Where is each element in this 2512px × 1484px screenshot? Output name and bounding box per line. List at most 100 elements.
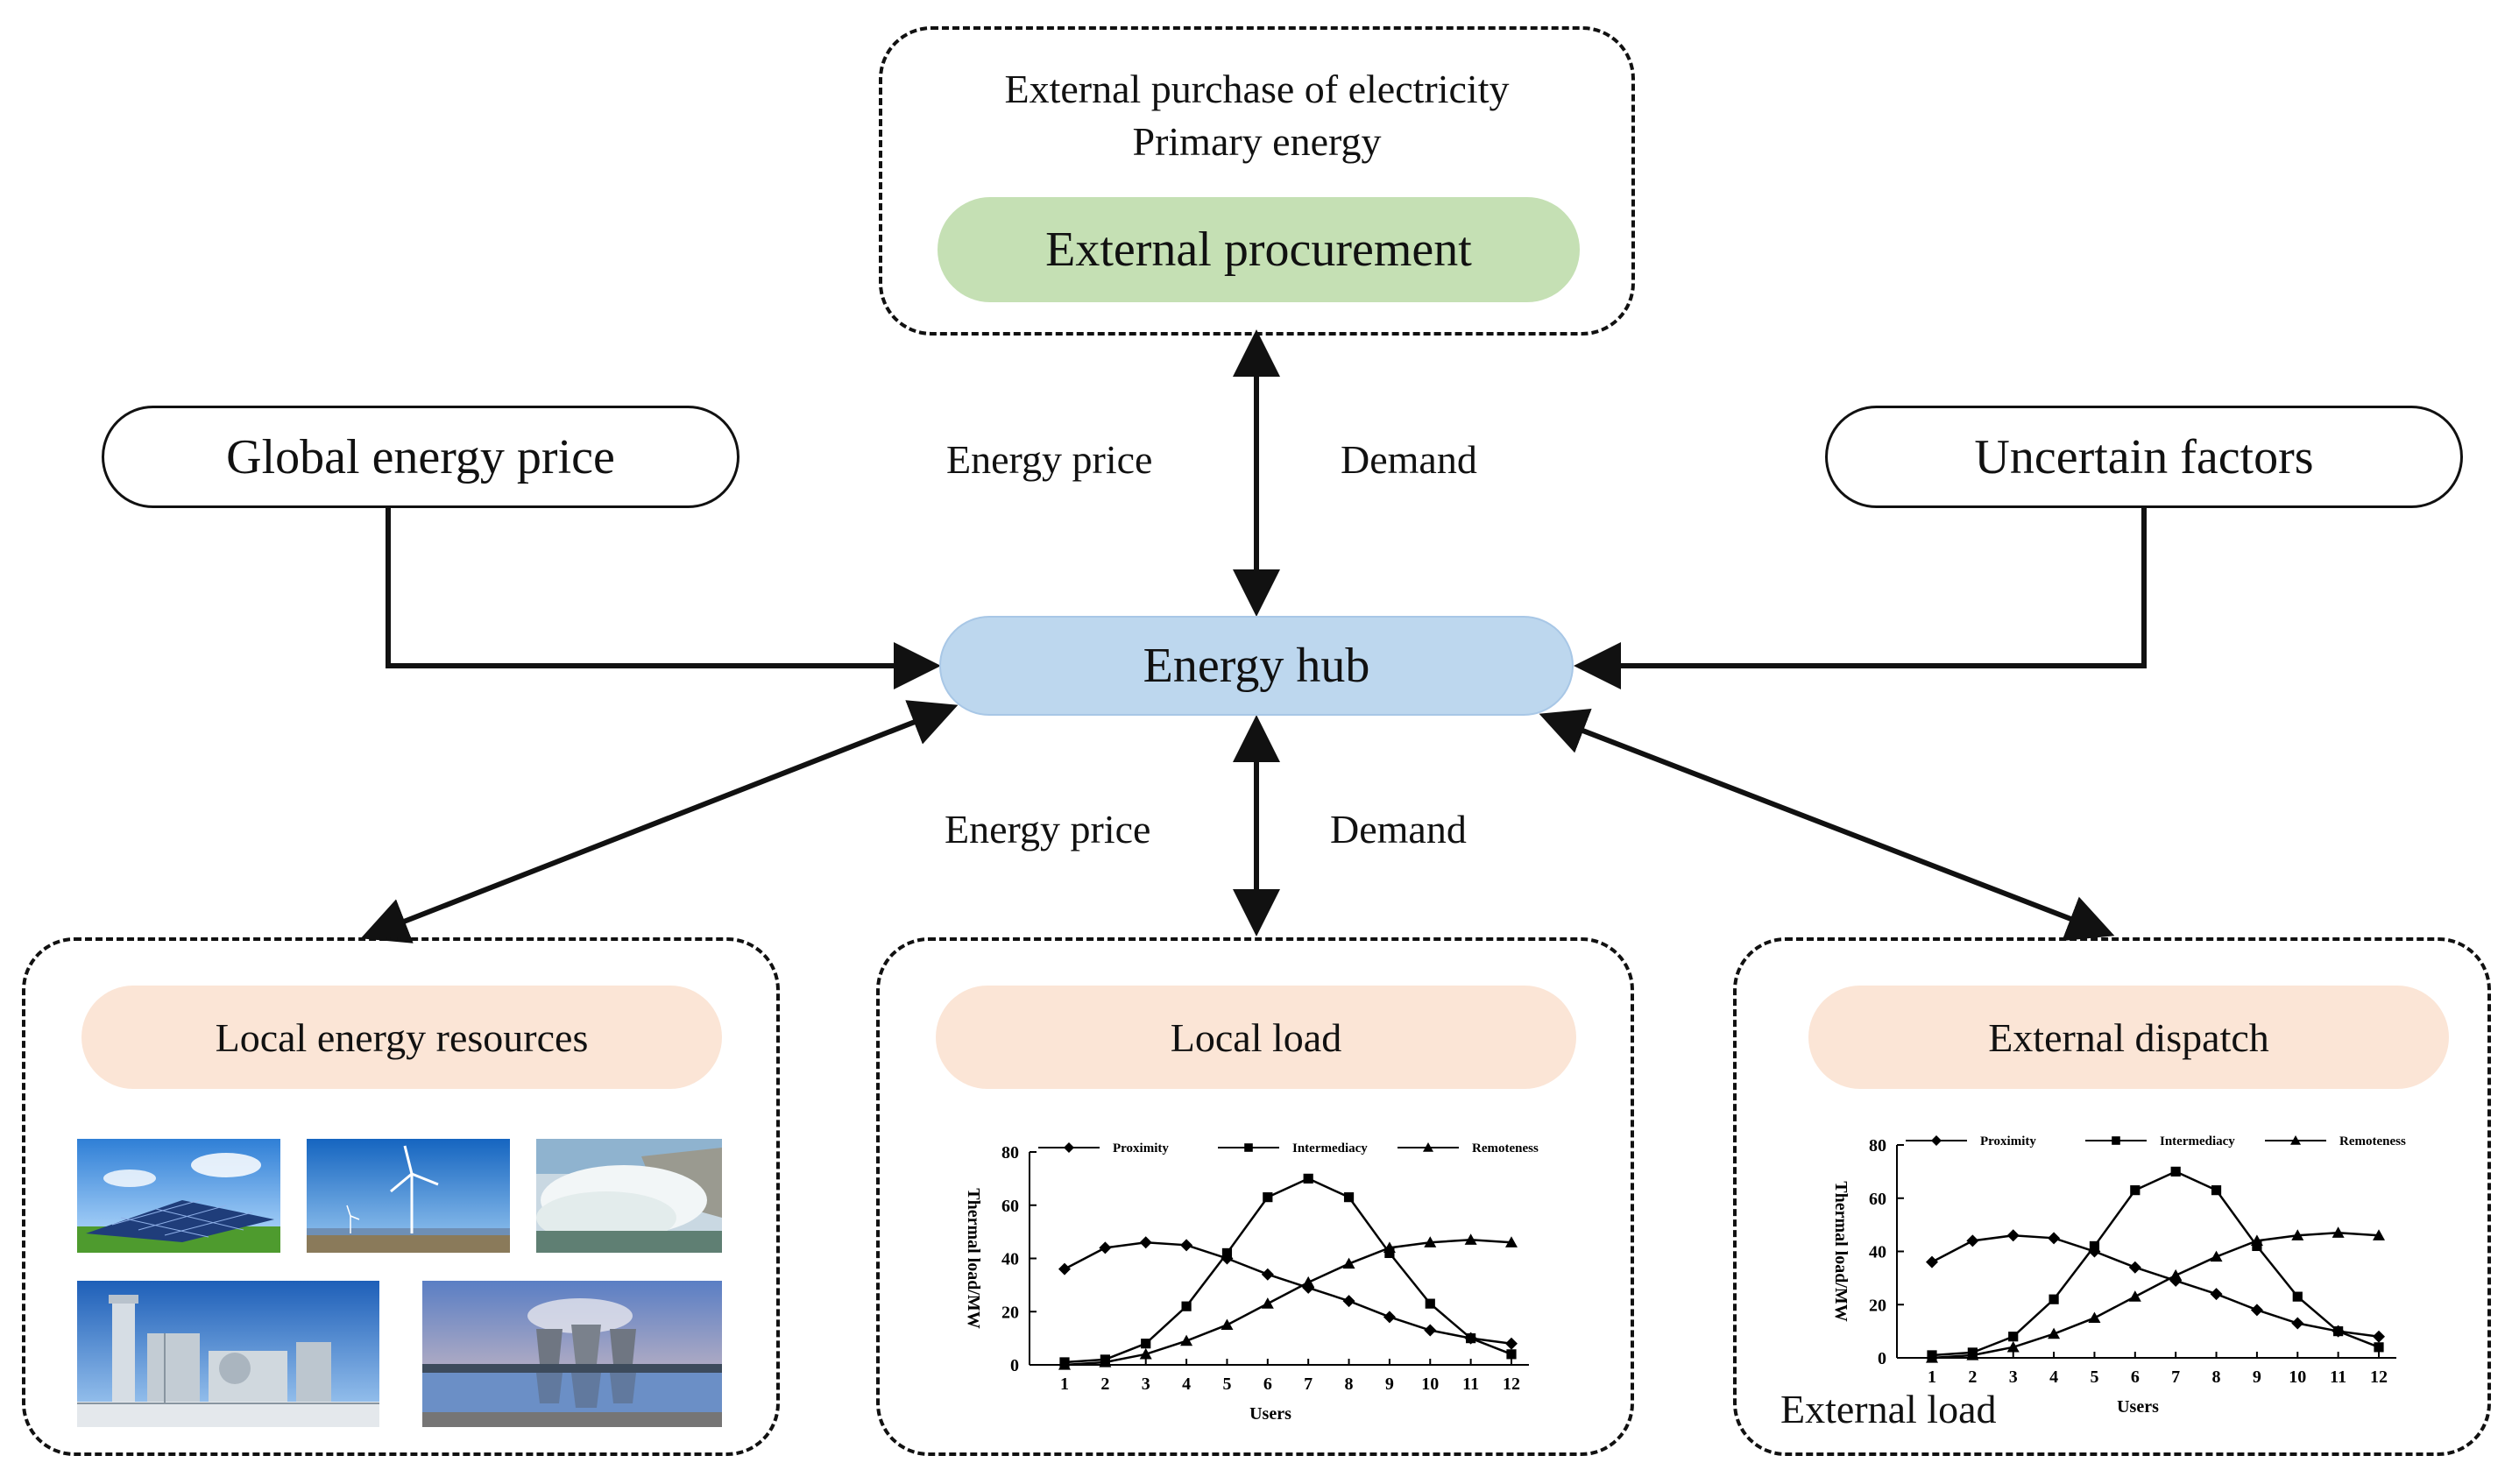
x-tick-label: 2 (1968, 1367, 1977, 1387)
solar-panels-photo (77, 1139, 280, 1253)
data-point (1058, 1262, 1071, 1276)
data-point (1261, 1268, 1274, 1281)
edge-label-demand-top: Demand (1341, 437, 1477, 482)
primary-energy-label: Primary energy (1132, 119, 1382, 164)
data-point (1466, 1333, 1476, 1344)
legend-marker (2290, 1135, 2301, 1145)
gas-plant-photo (77, 1281, 379, 1427)
x-tick-label: 12 (1503, 1374, 1520, 1394)
x-tick-label: 8 (2212, 1367, 2221, 1387)
data-point (2210, 1250, 2223, 1262)
data-point (2169, 1268, 2183, 1281)
x-tick-label: 5 (1222, 1374, 1231, 1394)
data-point (2252, 1240, 2262, 1252)
data-point (1261, 1297, 1274, 1309)
y-tick-label: 0 (1010, 1356, 1019, 1375)
data-point (1506, 1349, 1517, 1360)
data-point (1966, 1234, 1979, 1247)
legend-label: Proximity (1113, 1141, 1169, 1155)
local-energy-resources-frame (22, 937, 780, 1456)
data-point (2048, 1327, 2061, 1339)
x-tick-label: 12 (2370, 1367, 2388, 1387)
y-tick-label: 0 (1878, 1349, 1886, 1368)
arrow-hub-external-dispatch (1539, 709, 2115, 941)
data-point (1383, 1311, 1396, 1324)
data-point (2373, 1330, 2385, 1343)
x-tick-label: 9 (1385, 1374, 1394, 1394)
data-point (1464, 1233, 1477, 1245)
data-point (1139, 1347, 1152, 1360)
legend-marker (1064, 1142, 1074, 1153)
data-point (2210, 1288, 2223, 1301)
uncertain-factors-node: Uncertain factors (1825, 406, 2463, 508)
legend-label: Remoteness (2339, 1134, 2406, 1148)
data-point (1303, 1173, 1313, 1184)
data-point (1926, 1352, 1938, 1363)
data-point (1383, 1241, 1396, 1253)
data-point (2292, 1291, 2303, 1302)
x-tick-label: 4 (2049, 1367, 2058, 1387)
legend-label: Remoteness (1472, 1141, 1539, 1155)
data-point (1099, 1241, 1112, 1254)
y-tick-label: 80 (1001, 1143, 1019, 1162)
y-tick-label: 20 (1869, 1296, 1886, 1315)
data-point (2128, 1290, 2141, 1302)
data-point (2170, 1166, 2181, 1177)
data-point (1141, 1339, 1151, 1349)
data-point (1139, 1236, 1152, 1249)
arrow-hub-local-resources (360, 700, 959, 943)
x-tick-label: 6 (1263, 1374, 1272, 1394)
x-tick-label: 4 (1182, 1374, 1191, 1394)
x-tick-label: 5 (2090, 1367, 2098, 1387)
data-point (1424, 1236, 1437, 1247)
data-point (1302, 1276, 1315, 1288)
energy-hub-node: Energy hub (939, 616, 1574, 716)
data-point (1058, 1359, 1071, 1370)
y-axis-label: Thermal load/MW (964, 1188, 983, 1329)
data-point (2291, 1229, 2304, 1240)
legend-label: Intermediacy (1292, 1141, 1368, 1155)
local-load-frame (876, 937, 1634, 1456)
x-tick-label: 3 (1142, 1374, 1150, 1394)
local-energy-resources-node: Local energy resources (81, 986, 722, 1089)
x-tick-label: 10 (1421, 1374, 1439, 1394)
data-point (2006, 1229, 2020, 1242)
data-point (2049, 1294, 2059, 1304)
series-line-proximity (1064, 1241, 1512, 1345)
local-load-node: Local load (936, 986, 1576, 1089)
data-point (2373, 1229, 2385, 1240)
legend-marker (2112, 1136, 2120, 1145)
x-tick-label: 11 (1462, 1374, 1479, 1394)
data-point (1181, 1301, 1192, 1311)
edge-label-energy-price-top: Energy price (946, 437, 1153, 482)
legend-marker (1244, 1143, 1253, 1152)
series-line-proximity (1931, 1234, 2380, 1338)
data-point (1099, 1355, 1112, 1367)
edge-label-demand-bottom: Demand (1330, 807, 1467, 852)
arrow-global-price-hub (386, 508, 941, 689)
data-point (2130, 1185, 2141, 1196)
data-point (1966, 1348, 1979, 1360)
data-point (2333, 1326, 2344, 1337)
data-point (2089, 1240, 2100, 1252)
y-tick-label: 20 (1001, 1303, 1019, 1322)
legend-marker (1931, 1135, 1942, 1146)
nuclear-plant-photo (422, 1281, 722, 1427)
x-tick-label: 10 (2289, 1367, 2306, 1387)
series-line-remoteness (1064, 1238, 1512, 1367)
data-point (1424, 1324, 1437, 1337)
external-purchase-label: External purchase of electricity (1004, 67, 1510, 111)
x-tick-label: 9 (2253, 1367, 2261, 1387)
data-point (1180, 1334, 1193, 1346)
legend-label: Proximity (1980, 1134, 2036, 1148)
external-dispatch-frame (1733, 937, 2491, 1456)
external-load-label: External load (1780, 1387, 1997, 1431)
y-tick-label: 40 (1869, 1243, 1886, 1262)
data-point (1343, 1192, 1355, 1203)
x-tick-label: 7 (1304, 1374, 1313, 1394)
data-point (1425, 1298, 1435, 1309)
hydro-dam-photo (536, 1139, 722, 1253)
data-point (2250, 1234, 2263, 1246)
x-tick-label: 1 (1928, 1367, 1936, 1387)
